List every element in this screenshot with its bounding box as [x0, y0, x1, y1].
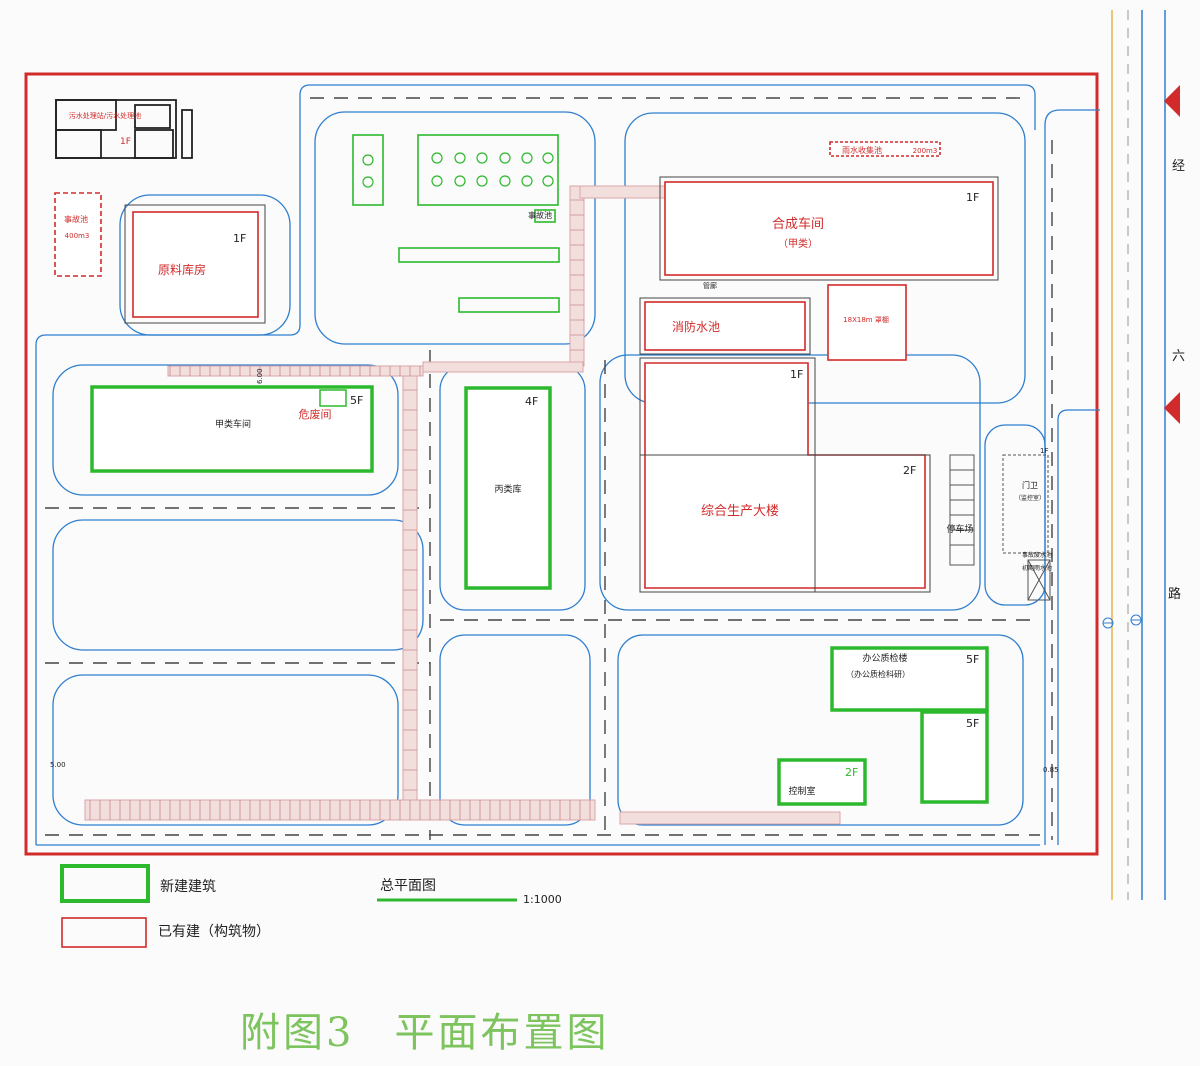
weifei-label: 危废间: [299, 407, 332, 421]
jiaji-label: 甲类车间: [215, 418, 251, 430]
internal-roads: [35, 84, 1100, 846]
canopy-shed: [827, 284, 907, 361]
rainwater-initial-label: 初期雨水池: [1022, 564, 1052, 572]
corridor-hatching: [89, 199, 591, 820]
menwei-sub: （监控室）: [1015, 494, 1045, 502]
tingche-label: 停车场: [946, 523, 973, 535]
legend-existing-label: 已有建（构筑物）: [158, 924, 270, 940]
parking-lot: [949, 454, 975, 566]
dim-085: 0.85: [1043, 766, 1059, 774]
dim-6: 6.00: [256, 368, 264, 384]
menwei-label: 门卫: [1022, 480, 1038, 490]
bangong-b-floor: 5F: [966, 717, 979, 730]
menwei-floor: 1F: [1040, 447, 1048, 455]
canopy-label: 18X18m 罩棚: [843, 315, 889, 324]
wastewater-station: [55, 99, 193, 159]
dim-5: 5.00: [50, 761, 66, 769]
raw-material-warehouse: [132, 211, 259, 318]
plan-title: 总平面图: [380, 878, 436, 894]
kongzhi-floor: 2F: [845, 766, 858, 779]
bangong-floor: 5F: [966, 653, 979, 666]
figure-title: 平面布置图: [394, 1010, 610, 1056]
binglei-floor: 4F: [525, 395, 538, 408]
rainwater-pool: [829, 141, 941, 157]
office-qc-building: [830, 646, 989, 712]
synthesis-workshop: [664, 181, 994, 276]
tank-farm: [352, 134, 560, 313]
office-qc-building-b: [920, 710, 989, 804]
legend-existing-swatch: [61, 917, 147, 948]
bangong-sub: （办公质检科研）: [846, 669, 910, 679]
hecheng-floor: 1F: [966, 191, 979, 204]
road-char-3: 路: [1168, 586, 1181, 602]
shoushui-cap: 200m3: [913, 147, 938, 155]
accident-pool-left: [54, 192, 102, 277]
zonghe-label: 综合生产大楼: [701, 504, 779, 519]
hazardous-waste-room: [319, 389, 347, 407]
binglei-label: 丙类库: [494, 483, 521, 495]
legend-new-label: 新建建筑: [160, 879, 216, 895]
accident-water-label: 事故废水池: [1022, 551, 1052, 559]
fire-water-pool: [644, 301, 806, 351]
class-c-warehouse: [464, 386, 552, 590]
yuanliao-label: 原料库房: [158, 262, 206, 277]
yuanliao-floor: 1F: [233, 232, 246, 245]
road-char-1: 经: [1172, 159, 1185, 174]
kongzhi-label: 控制室: [788, 785, 815, 797]
external-road: [1102, 10, 1180, 900]
tank-icons: [362, 152, 554, 188]
wushui-label: 污水处理站/污水处理池: [69, 111, 141, 120]
entrance-arrow-icon: [1164, 392, 1180, 424]
bangong-label: 办公质检楼: [862, 652, 907, 664]
zonghe-floor-b: 2F: [903, 464, 916, 477]
site-boundary: [24, 72, 1099, 856]
zonghe-floor-a: 1F: [790, 368, 803, 381]
shigu-left-label: 事故池: [64, 214, 88, 224]
hecheng-label: 合成车间: [772, 216, 824, 232]
class-a-workshop: [90, 385, 374, 473]
shoushui-label: 雨水收集池: [842, 145, 882, 155]
control-room: [777, 758, 867, 806]
hecheng-sub: （甲类）: [778, 237, 818, 250]
gatehouse: [1002, 454, 1049, 554]
guanlang-label: 管廊: [703, 281, 717, 290]
road-char-2: 六: [1172, 349, 1185, 364]
integrated-production-building: [644, 362, 926, 589]
scale-label: 1:1000: [523, 893, 562, 906]
road-centerlines: [45, 97, 1053, 840]
figure-caption: 附图3 平面布置图: [240, 1000, 649, 1058]
entrance-arrow-icon: [1164, 85, 1180, 117]
xiaofang-label: 消防水池: [672, 319, 720, 334]
jiaji-floor: 5F: [350, 394, 363, 407]
wushui-floor: 1F: [120, 137, 131, 147]
legend-new-swatch: [60, 864, 150, 903]
shigu-left-cap: 400m3: [65, 232, 90, 240]
shigu-top-label: 事故池: [528, 210, 552, 220]
figure-number: 附图3: [240, 1010, 355, 1056]
